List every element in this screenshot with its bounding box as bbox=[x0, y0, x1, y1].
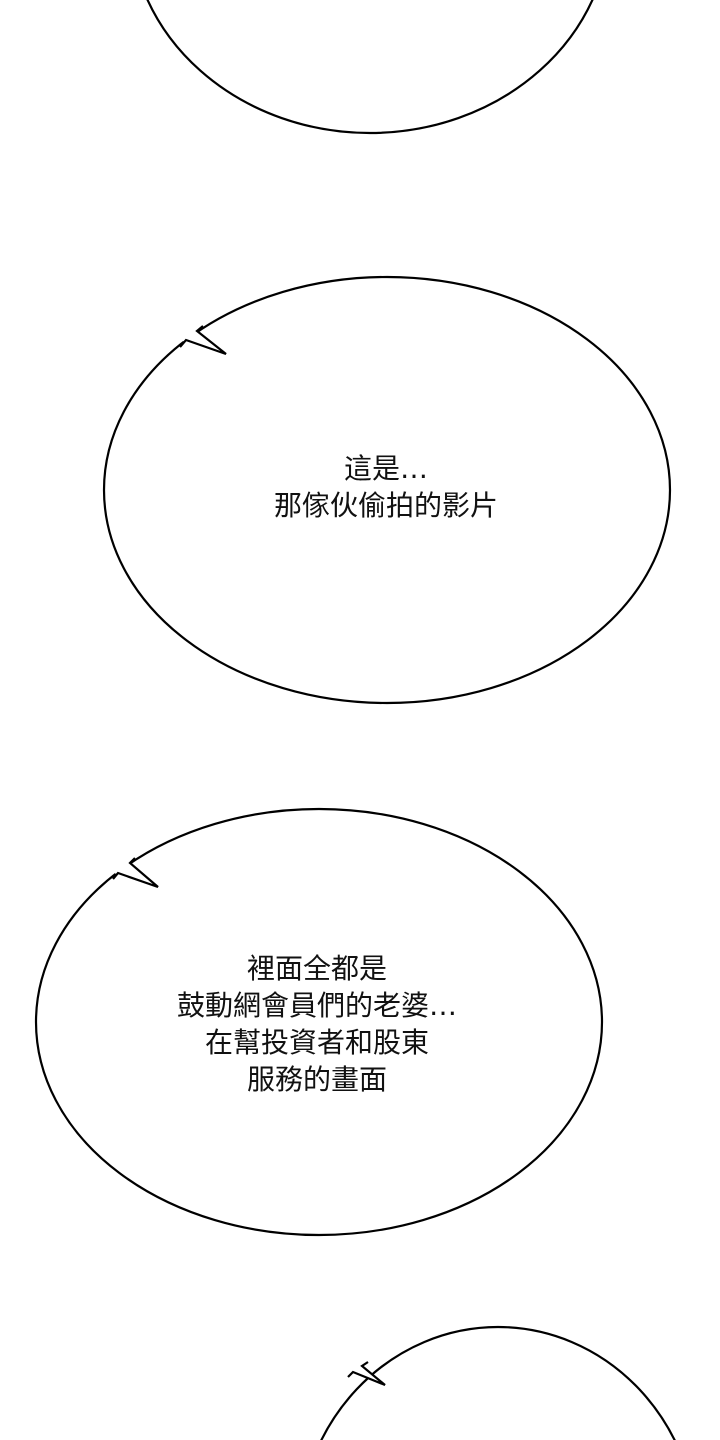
bubble-3-line-1: 裡面全都是 bbox=[246, 952, 388, 985]
bubble-3-text: 裡面全都是 鼓動網會員們的老婆… 在幫投資者和股東 服務的畫面 bbox=[177, 950, 457, 1098]
bubble-2-text: 這是… 那傢伙偷拍的影片 bbox=[274, 450, 498, 524]
bubble-3-line-2: 鼓動網會員們的老婆… bbox=[176, 989, 458, 1022]
bubble-2-line-1: 這是… bbox=[343, 452, 429, 485]
bubble-2-line-2: 那傢伙偷拍的影片 bbox=[273, 489, 499, 522]
speech-bubble-1 bbox=[146, 0, 594, 135]
bubble-3-line-4: 服務的畫面 bbox=[246, 1063, 388, 1096]
speech-bubble-2 bbox=[102, 249, 701, 705]
speech-bubble-4 bbox=[320, 1325, 676, 1440]
bubble-3-line-3: 在幫投資者和股東 bbox=[204, 1026, 430, 1059]
speech-bubble-3 bbox=[34, 807, 604, 1237]
